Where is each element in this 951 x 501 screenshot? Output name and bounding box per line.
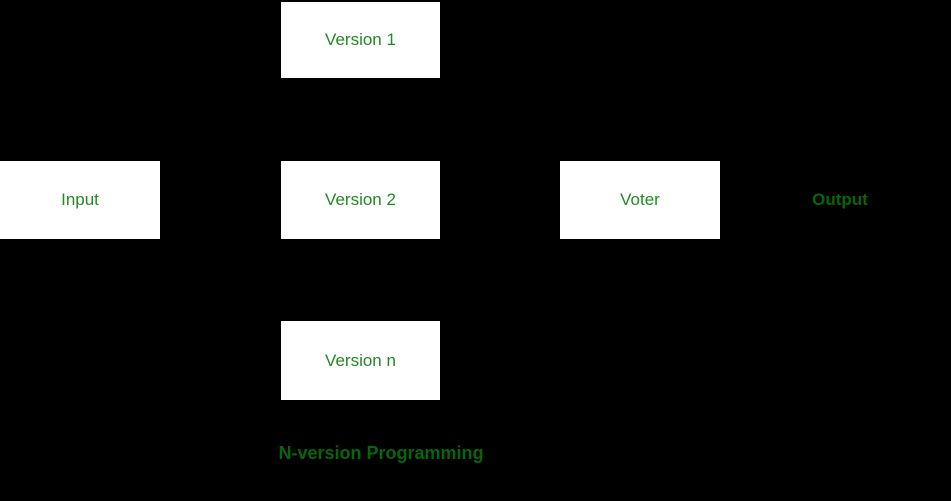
node-version-1: Version 1	[281, 2, 440, 78]
node-voter-label: Voter	[620, 190, 660, 209]
output-label: Output	[812, 190, 868, 209]
node-version-n: Version n	[281, 321, 440, 400]
diagram-caption: N-version Programming	[278, 443, 484, 463]
node-voter: Voter	[560, 161, 720, 239]
node-version-n-label: Version n	[325, 350, 396, 370]
node-input: Input	[0, 161, 160, 239]
node-version-2-label: Version 2	[325, 190, 396, 209]
node-input-label: Input	[61, 190, 99, 209]
node-version-1-label: Version 1	[325, 30, 396, 49]
node-version-2: Version 2	[281, 161, 440, 239]
